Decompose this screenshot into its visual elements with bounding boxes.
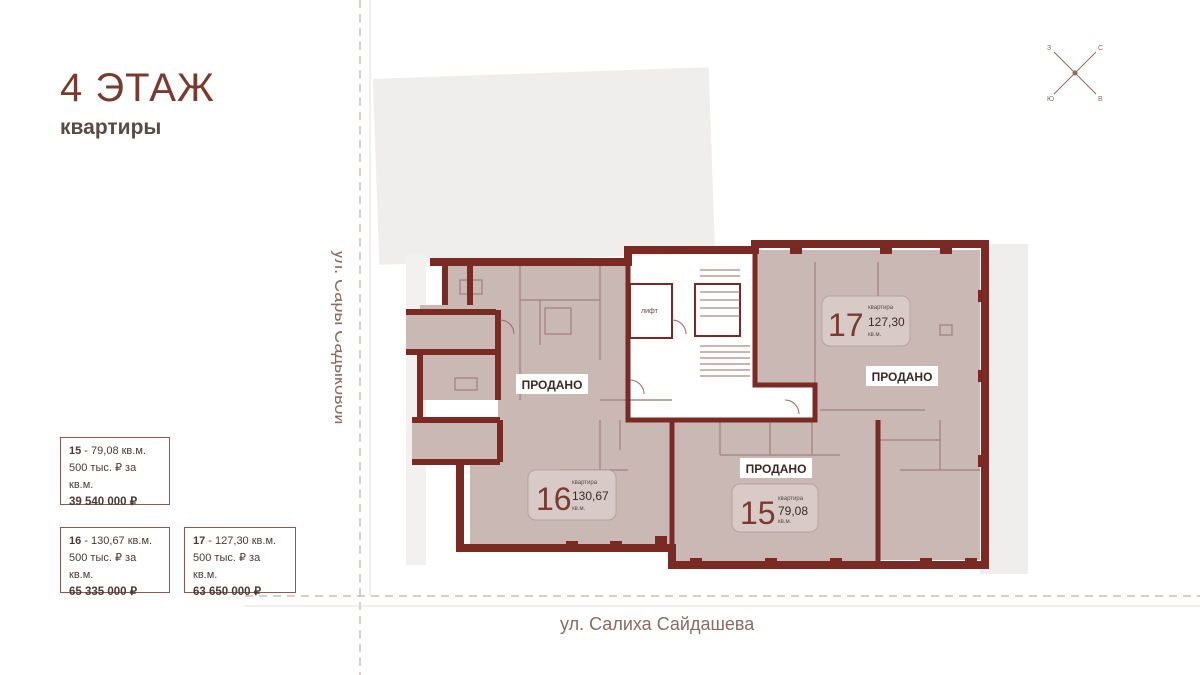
street-label-vertical: ул. Сары Садыковой <box>331 250 342 424</box>
apartment-17-area <box>755 250 980 560</box>
apartment-type: квартира <box>868 305 894 311</box>
svg-text:ПРОДАНО: ПРОДАНО <box>522 378 583 392</box>
card-price: 39 540 000 ₽ <box>69 496 138 508</box>
price-card-17[interactable]: 17 - 127,30 кв.м. 500 тыс. ₽ за кв.м. 63… <box>184 527 296 598</box>
apartment-type: квартира <box>572 480 598 486</box>
street-label-horizontal: ул. Салиха Сайдашева <box>560 614 755 634</box>
card-rate: 500 тыс. ₽ за кв.м. <box>193 552 261 581</box>
card-price: 63 650 000 ₽ <box>193 586 262 598</box>
apartment-17-badge[interactable]: 17 квартира 127,30 кв.м. <box>821 295 911 347</box>
neighbour-block <box>372 67 716 265</box>
card-area: 127,30 кв.м. <box>215 535 277 547</box>
apartment-number: 16 <box>536 481 572 517</box>
sold-label-15: ПРОДАНО <box>740 458 812 478</box>
apartment-number: 15 <box>740 495 776 531</box>
page-title: 4 ЭТАЖ <box>60 66 215 110</box>
apartment-unit: кв.м. <box>778 519 792 525</box>
card-rate: 500 тыс. ₽ за кв.м. <box>69 552 137 581</box>
svg-text:З: З <box>1047 45 1051 52</box>
card-rate: 500 тыс. ₽ за кв.м. <box>69 462 137 491</box>
svg-text:Ю: Ю <box>1047 96 1054 103</box>
lift-label: лифт <box>641 308 659 315</box>
stair-steps <box>700 269 750 377</box>
price-card-16[interactable]: 16 - 130,67 кв.м. 500 тыс. ₽ за кв.м. 65… <box>60 527 170 598</box>
apartment-unit: кв.м. <box>572 506 586 512</box>
card-number: 15 <box>69 445 82 457</box>
lift-shaft <box>629 283 673 339</box>
apartment-16-badge[interactable]: 16 квартира 130,67 кв.м. <box>527 469 617 521</box>
svg-text:ул. Сары Садыковой: ул. Сары Садыковой <box>331 250 342 424</box>
stairwell <box>694 283 741 337</box>
page-subtitle: квартиры <box>60 116 162 139</box>
apartment-area: 130,67 <box>572 489 609 503</box>
svg-text:ПРОДАНО: ПРОДАНО <box>746 462 807 476</box>
apartment-unit: кв.м. <box>868 332 882 338</box>
apartment-type: квартира <box>778 496 804 502</box>
exterior-walls <box>406 240 989 569</box>
apartment-15-badge[interactable]: 15 квартира 79,08 кв.м. <box>731 483 819 533</box>
compass-icon: С З Ю В <box>1047 45 1103 103</box>
card-number: 17 <box>193 535 206 547</box>
sold-label-16: ПРОДАНО <box>516 374 588 394</box>
card-price: 65 335 000 ₽ <box>69 586 138 598</box>
svg-text:ПРОДАНО: ПРОДАНО <box>872 370 933 384</box>
card-area: 130,67 кв.м. <box>91 535 153 547</box>
sold-label-17: ПРОДАНО <box>866 366 938 386</box>
apartment-area: 127,30 <box>868 315 905 329</box>
door-arcs <box>499 319 800 415</box>
apartment-number: 17 <box>828 307 864 343</box>
svg-text:В: В <box>1098 96 1103 103</box>
card-number: 16 <box>69 535 82 547</box>
card-area: 79,08 кв.м. <box>91 445 146 457</box>
svg-text:С: С <box>1098 45 1103 52</box>
apartment-area: 79,08 <box>778 504 808 518</box>
window-markers <box>566 244 988 568</box>
price-card-15[interactable]: 15 - 79,08 кв.м. 500 тыс. ₽ за кв.м. 39 … <box>60 437 170 508</box>
